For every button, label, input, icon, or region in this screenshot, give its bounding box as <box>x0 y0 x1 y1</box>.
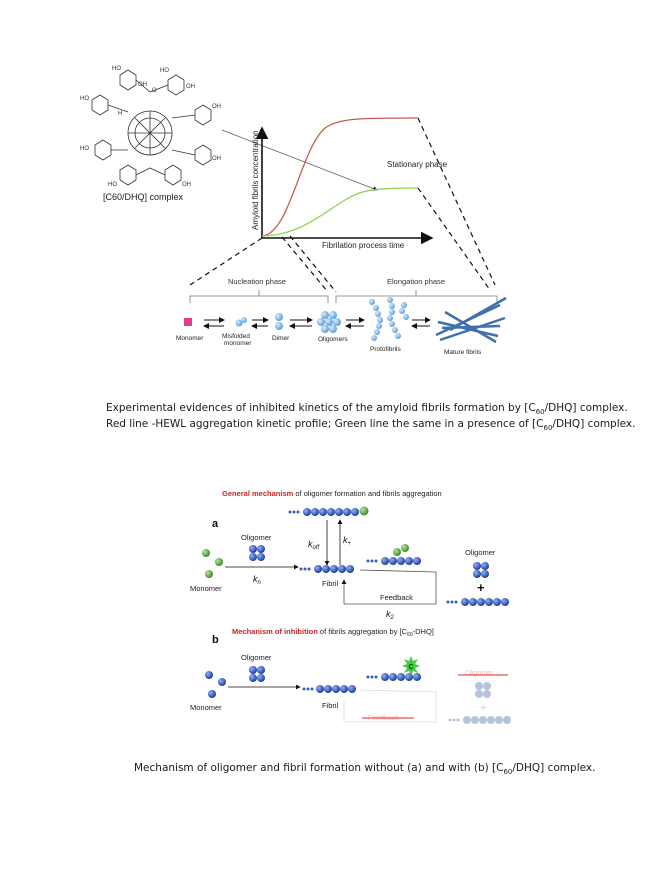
svg-text:O: O <box>152 88 157 94</box>
svg-text:Monomer: Monomer <box>176 335 204 342</box>
caption-1-line-1: Experimental evidences of inhibited kine… <box>106 402 628 417</box>
c60-dhq-molecule-drawing <box>91 69 212 186</box>
svg-text:OH: OH <box>138 82 147 88</box>
caption-2: Mechanism of oligomer and fibril formati… <box>134 762 596 777</box>
svg-text:OH: OH <box>212 104 221 110</box>
svg-text:HO: HO <box>80 146 89 152</box>
green-curve <box>261 187 419 237</box>
svg-text:HO: HO <box>108 182 117 188</box>
svg-text:Dimer: Dimer <box>272 335 290 342</box>
svg-text:OH: OH <box>212 156 221 162</box>
phase-brackets <box>189 290 498 303</box>
y-axis-label: Amyloid fibrils concentration <box>251 130 260 230</box>
svg-text:Oligomers: Oligomers <box>318 336 348 343</box>
caption-1-line-2: Red line -HEWL aggregation kinetic profi… <box>106 418 636 433</box>
monomer-square <box>184 318 192 326</box>
svg-text:HO: HO <box>112 66 121 72</box>
svg-text:monomer: monomer <box>224 340 252 347</box>
complex-label: [C60/DHQ] complex <box>103 192 184 202</box>
projection-lines <box>189 117 496 293</box>
oligomer-cluster <box>317 311 341 333</box>
stationary-phase-label: Stationary phase <box>387 160 448 169</box>
svg-text:OH: OH <box>186 84 195 90</box>
svg-text:Misfolded: Misfolded <box>222 333 250 340</box>
stage-labels: Monomer Misfolded monomer Dimer Oligomer… <box>176 333 482 356</box>
nucleation-label: Nucleation phase <box>228 277 286 286</box>
svg-text:Mature fibrils: Mature fibrils <box>444 349 482 356</box>
svg-text:Protofibrils: Protofibrils <box>370 346 401 353</box>
red-curve <box>261 117 419 237</box>
svg-text:HO: HO <box>160 68 169 74</box>
molecule-labels: HO OH HO OH HO OH HO OH HO OH O H <box>80 66 221 188</box>
mature-fibrils <box>435 296 507 344</box>
protofibrils <box>369 297 409 341</box>
elongation-label: Elongation phase <box>387 277 445 286</box>
pointer-arrow <box>221 129 378 191</box>
svg-text:H: H <box>118 111 122 117</box>
x-axis-label: Fibrilation process time <box>322 241 405 250</box>
svg-text:HO: HO <box>80 96 89 102</box>
svg-text:OH: OH <box>182 182 191 188</box>
